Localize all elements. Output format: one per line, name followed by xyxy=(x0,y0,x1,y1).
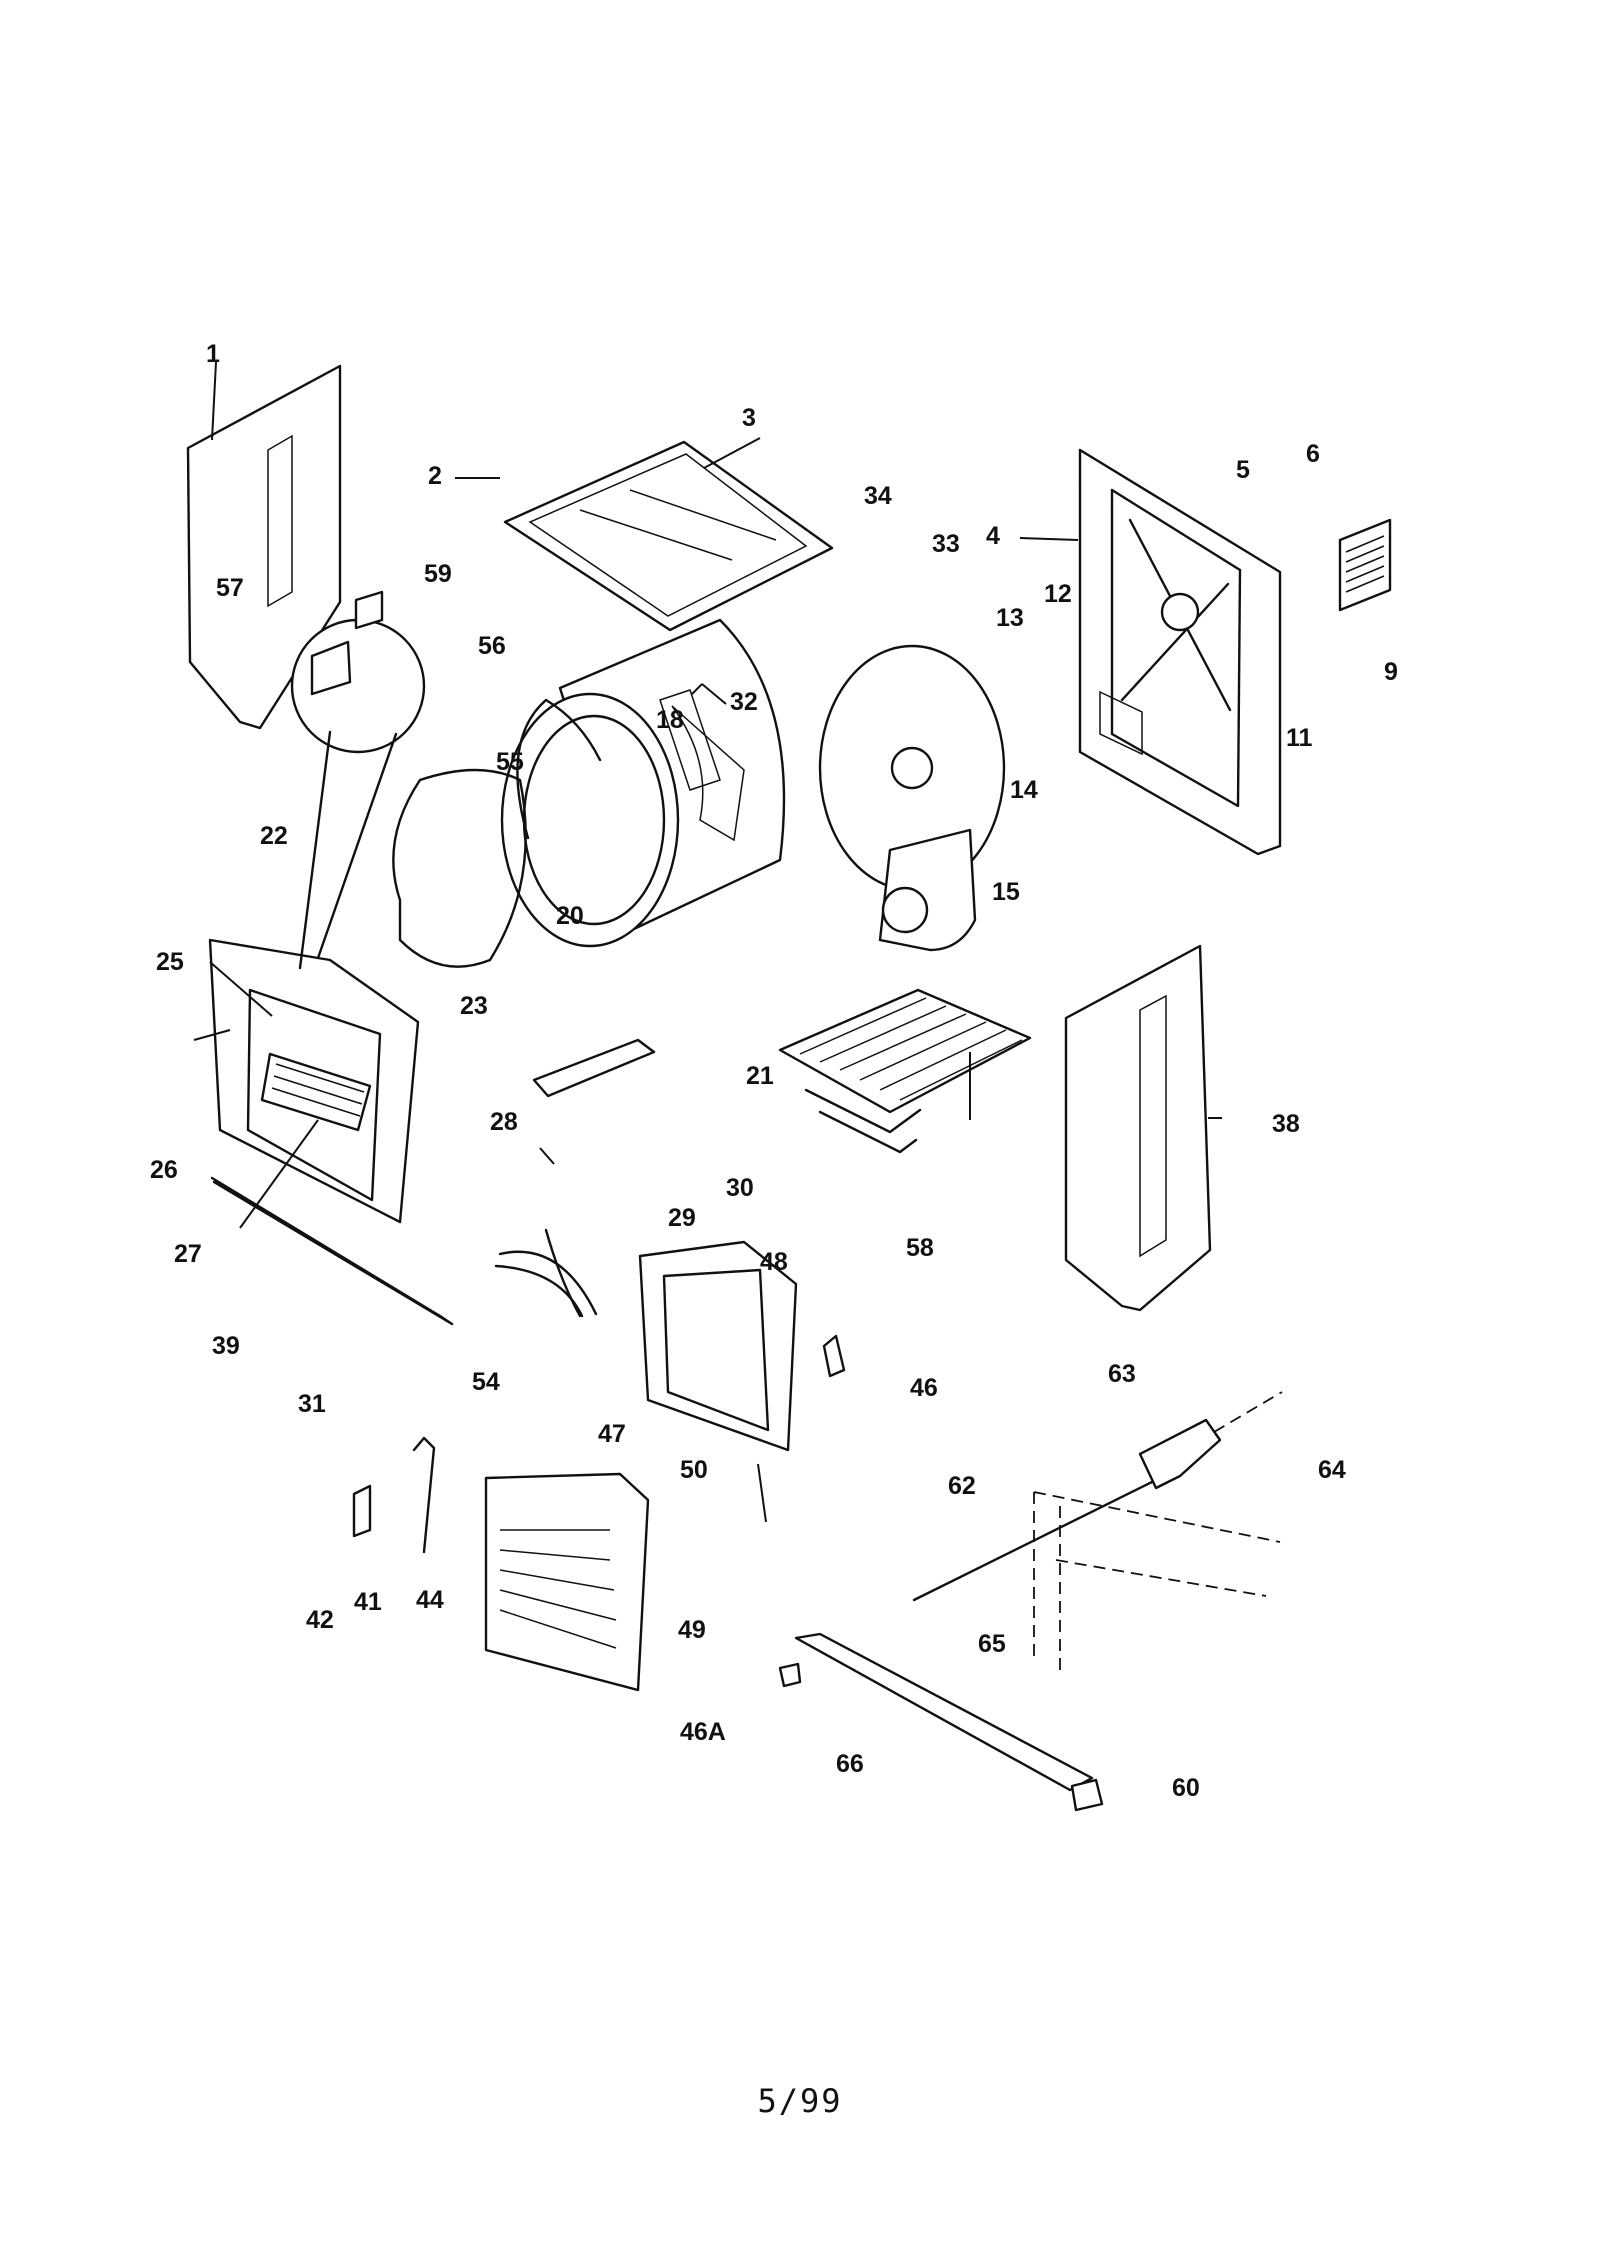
hinge xyxy=(352,1484,372,1538)
callout-18: 18 xyxy=(656,706,684,734)
callout-21: 21 xyxy=(746,1062,774,1090)
callout-11: 11 xyxy=(1286,724,1313,752)
side-panel-left xyxy=(186,364,342,730)
door-handle xyxy=(412,1436,436,1554)
latch-bracket xyxy=(1138,1418,1222,1490)
callout-56: 56 xyxy=(478,632,506,660)
support-bracket xyxy=(532,1038,656,1098)
callout-42: 42 xyxy=(306,1606,334,1634)
callout-34: 34 xyxy=(864,482,892,510)
rear-bulkhead xyxy=(1078,448,1282,856)
callout-31: 31 xyxy=(298,1390,326,1418)
leader-lines xyxy=(193,361,1222,1523)
callout-28: 28 xyxy=(490,1108,518,1136)
callout-26: 26 xyxy=(150,1156,178,1184)
callout-60: 60 xyxy=(1172,1774,1200,1802)
callout-38: 38 xyxy=(1272,1110,1300,1138)
callout-13: 13 xyxy=(996,604,1024,632)
page-number: 5/99 xyxy=(757,2082,843,2120)
callout-48: 48 xyxy=(760,1248,788,1276)
door-bumper xyxy=(822,1334,846,1378)
callout-23: 23 xyxy=(460,992,488,1020)
front-rail xyxy=(794,1632,1094,1792)
callout-62: 62 xyxy=(948,1472,976,1500)
callout-6: 6 xyxy=(1306,440,1320,468)
callout-49: 49 xyxy=(678,1616,706,1644)
callout-27: 27 xyxy=(174,1240,202,1268)
latch-rod xyxy=(912,1476,1162,1602)
drum xyxy=(500,618,786,948)
callout-20: 20 xyxy=(556,902,584,930)
callout-15: 15 xyxy=(992,878,1020,906)
drying-rack xyxy=(778,988,1032,1154)
toe-strip xyxy=(210,1176,454,1326)
detail-circle xyxy=(290,590,426,970)
callout-39: 39 xyxy=(212,1332,240,1360)
wire-harness xyxy=(494,1228,598,1318)
callout-55: 55 xyxy=(496,748,524,776)
callout-25: 25 xyxy=(156,948,184,976)
callout-3: 3 xyxy=(742,404,756,432)
callout-44: 44 xyxy=(416,1586,444,1614)
callout-5: 5 xyxy=(1236,456,1250,484)
callout-4: 4 xyxy=(986,522,1000,550)
toe-kick-grille xyxy=(484,1472,650,1692)
callout-1: 1 xyxy=(206,340,220,368)
belt xyxy=(392,768,527,968)
rail-clip xyxy=(778,1662,802,1688)
callout-33: 33 xyxy=(932,530,960,558)
callout-50: 50 xyxy=(680,1456,708,1484)
callout-63: 63 xyxy=(1108,1360,1136,1388)
vent-grille xyxy=(1338,518,1392,612)
callout-65: 65 xyxy=(978,1630,1006,1658)
callout-32: 32 xyxy=(730,688,758,716)
callout-54: 54 xyxy=(472,1368,500,1396)
side-panel-right xyxy=(1064,944,1212,1312)
callout-12: 12 xyxy=(1044,580,1072,608)
callout-46: 46 xyxy=(910,1374,938,1402)
top-panel xyxy=(503,440,834,632)
callout-14: 14 xyxy=(1010,776,1038,804)
callout-29: 29 xyxy=(668,1204,696,1232)
blower-bulkhead xyxy=(818,644,1006,952)
callout-30: 30 xyxy=(726,1174,754,1202)
access-door xyxy=(638,1240,798,1452)
callout-57: 57 xyxy=(216,574,244,602)
callout-47: 47 xyxy=(598,1420,626,1448)
callout-22: 22 xyxy=(260,822,288,850)
callout-64: 64 xyxy=(1318,1456,1346,1484)
end-cap xyxy=(1070,1778,1104,1812)
callout-59: 59 xyxy=(424,560,452,588)
drum-seal xyxy=(516,698,602,840)
callout-9: 9 xyxy=(1384,658,1398,686)
callout-58: 58 xyxy=(906,1234,934,1262)
callout-46A: 46A xyxy=(680,1718,726,1746)
callout-66: 66 xyxy=(836,1750,864,1778)
callout-41: 41 xyxy=(354,1588,382,1616)
callout-2: 2 xyxy=(428,462,442,490)
